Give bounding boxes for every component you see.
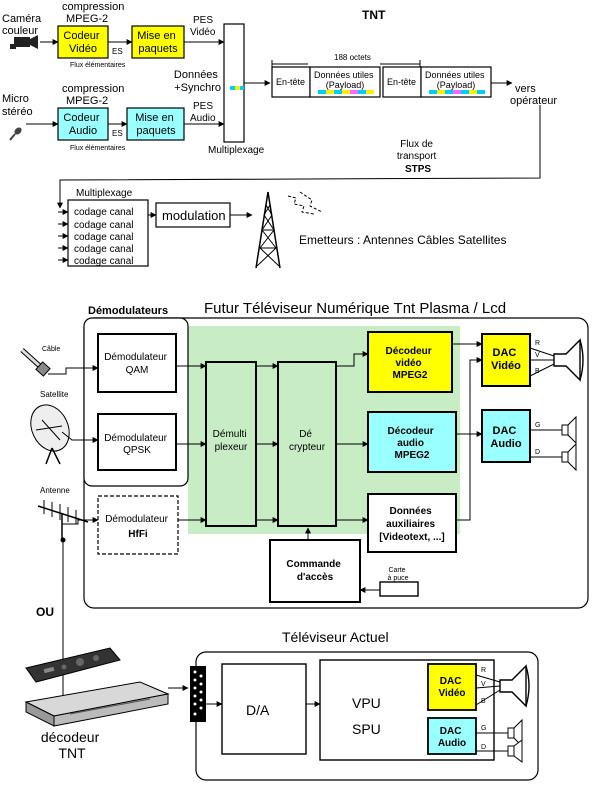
dac-video-label: DAC Vidéo	[491, 347, 521, 372]
da-box	[221, 663, 307, 755]
dac-audio-box-bottom	[427, 717, 477, 755]
remote-control-icon	[25, 647, 121, 683]
gd-labels-bottom: G D	[481, 725, 488, 751]
decodeur-video-box	[367, 331, 453, 393]
donnees-auxiliaires-label: Données auxiliaires [Videotext, ...]	[379, 506, 444, 543]
cable-label: Câble	[42, 346, 60, 353]
multiplexage-2-label: Multiplexage	[76, 188, 133, 199]
donnees-label: Données +Synchro	[174, 69, 221, 94]
dac-audio-label: DAC Audio	[490, 425, 521, 450]
payload-label-2: Données utiles (Payload)	[425, 70, 487, 90]
codeur-video-label: Codeur Vidéo	[63, 30, 102, 55]
pes-video-label: PES Vidéo	[190, 15, 216, 38]
satellite-dish-icon	[30, 404, 70, 465]
microphone-icon	[9, 127, 22, 141]
demod-hffi-label: Démodulateur HfFi	[105, 514, 171, 540]
codage-canal-labels: codage canal codage canal codage canal c…	[74, 207, 136, 267]
codeur-audio-label: Codeur Audio	[63, 112, 102, 137]
da-label: D/A	[246, 702, 270, 718]
paquets-video-box	[131, 25, 185, 59]
compression-audio-label: compression MPEG-2	[62, 83, 127, 107]
paquets-audio-label: Mise en paquets	[135, 112, 177, 137]
scart-connector-icon	[190, 666, 206, 722]
mux-output-stripe	[230, 86, 244, 90]
satellite-label: Satellite	[40, 390, 69, 399]
modulation-box	[155, 202, 231, 228]
es-video-label: ES	[112, 47, 123, 56]
decodeur-video-label: Décodeur vidéo MPEG2	[386, 346, 435, 381]
es-audio-label: ES	[112, 129, 123, 138]
decrypteur-label: Dé crypteur	[289, 429, 326, 453]
entete-label-1: En-tête	[276, 77, 305, 87]
decodeur-box-icon	[24, 681, 170, 727]
decodeur-audio-label: Décodeur audio MPEG2	[388, 426, 437, 461]
dac-audio-box	[481, 409, 531, 463]
tnt-title: TNT	[362, 8, 386, 22]
demultiplexeur-label: Démulti plexeur	[213, 429, 250, 453]
decodeur-label: décodeur TNT	[41, 729, 103, 761]
camera-icon	[10, 35, 38, 49]
demod-qam-box	[97, 333, 177, 393]
emetteurs-label: Emetteurs : Antennes Câbles Satellites	[299, 233, 506, 247]
antenne-label: Antenne	[40, 486, 70, 495]
decodeur-audio-box	[367, 411, 457, 473]
multiplexer-box	[223, 23, 245, 143]
gd-labels: G D	[535, 422, 542, 456]
demod-qam-label: Démodulateur QAM	[104, 352, 170, 376]
antenna-tower-icon	[255, 191, 281, 269]
vers-operateur-label: vers opérateur	[510, 83, 557, 107]
camera-label: Caméra couleur	[2, 13, 44, 37]
dac-video-label-bottom: DAC Vidéo	[438, 676, 465, 699]
ou-label: OU	[36, 605, 54, 619]
entete-label-2: En-tête	[387, 77, 416, 87]
paquets-audio-box	[126, 107, 185, 141]
octets-label: 188 octets	[334, 53, 371, 62]
payload-label-1: Données utiles (Payload)	[314, 70, 376, 90]
vpu-label: VPU	[352, 695, 381, 711]
flux-video-label: Flux élémentaires	[70, 62, 126, 69]
demod-qpsk-box	[97, 413, 177, 471]
carte-puce-icon	[379, 581, 419, 597]
donnees-auxiliaires-box	[367, 493, 457, 553]
demod-qpsk-label: Démodulateur QPSK	[104, 433, 170, 456]
demultiplexeur-box	[205, 361, 257, 527]
crt-tube-icon-bottom	[499, 664, 530, 708]
crt-tube-icon	[553, 338, 584, 382]
demodulateurs-title: Démodulateurs	[88, 305, 168, 317]
signal-wave-icon	[287, 191, 323, 215]
speaker-right-icon-bottom	[507, 739, 523, 763]
speaker-left-icon-bottom	[507, 718, 523, 748]
carte-label: Carte à puce	[387, 567, 408, 582]
dac-audio-label-bottom: DAC Audio	[438, 726, 466, 749]
flux-audio-label: Flux élémentaires	[70, 145, 126, 152]
cable-icon	[20, 348, 51, 377]
spu-label: SPU	[352, 721, 381, 737]
payload-stripe-2	[429, 90, 485, 94]
paquets-video-label: Mise en paquets	[137, 30, 179, 55]
antenna-icon	[37, 500, 89, 540]
dac-video-box-bottom	[427, 663, 477, 711]
commande-acces-label: Commande d'accès	[286, 559, 343, 583]
micro-label: Micro stéréo	[2, 93, 33, 118]
demod-hffi-box	[97, 495, 179, 555]
flux-transport-label: Flux de transport STPS	[397, 139, 439, 175]
dac-video-box	[481, 333, 531, 387]
codage-canal-inputs	[58, 209, 69, 263]
decrypteur-box	[277, 361, 337, 527]
futur-tv-title: Futur Téléviseur Numérique Tnt Plasma / …	[204, 300, 506, 317]
compression-video-label: compression MPEG-2	[62, 1, 127, 25]
codage-canal-box	[67, 199, 149, 267]
payload-stripe-1	[318, 90, 374, 94]
speaker-right-icon	[561, 442, 577, 472]
modulation-label: modulation	[162, 208, 226, 223]
rvb-labels: R V B	[535, 340, 542, 375]
speaker-left-icon	[561, 415, 577, 445]
tv-actuel-title: Téléviseur Actuel	[282, 629, 389, 645]
commande-acces-box	[269, 539, 361, 603]
pes-audio-label: PES Audio	[190, 101, 216, 124]
rvb-labels-bottom: R V B	[481, 667, 488, 705]
multiplexage-label: Multiplexage	[208, 145, 265, 156]
